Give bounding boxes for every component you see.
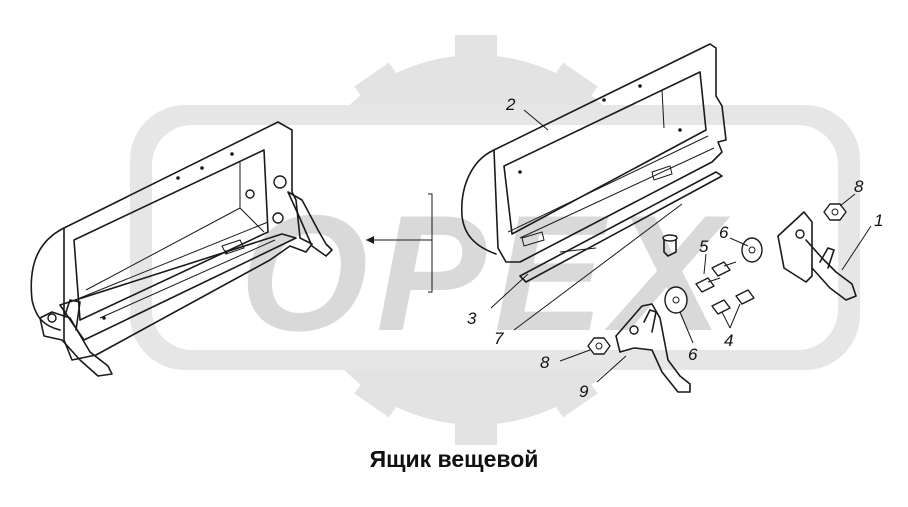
washer-part-6-lower [664, 286, 688, 314]
callout-9: 9 [579, 382, 589, 401]
nut-part-8-left [587, 337, 611, 355]
callout-labels: 1 2 3 4 5 6 6 7 8 8 9 [467, 95, 883, 401]
callout-6-lower: 6 [688, 345, 698, 364]
callout-5: 5 [699, 237, 709, 256]
hinge-bracket-part-1 [777, 211, 857, 301]
strip-part-7 [519, 171, 723, 283]
bolts-part-5 [695, 261, 737, 293]
callout-1: 1 [874, 211, 883, 230]
callout-2: 2 [505, 95, 516, 114]
callout-6-upper: 6 [719, 223, 729, 242]
assembled-glovebox [30, 121, 333, 377]
pin-part-3 [662, 234, 678, 257]
callout-4: 4 [724, 331, 733, 350]
watermark-text: OPEX [240, 181, 731, 365]
callout-7: 7 [494, 329, 504, 348]
back-panel-part-2 [461, 43, 727, 263]
washer-part-6-upper [741, 237, 763, 263]
leader-lines [490, 109, 872, 383]
diagram-caption: Ящик вещевой [369, 446, 539, 472]
callout-3: 3 [467, 309, 477, 328]
callout-8-right: 8 [854, 177, 864, 196]
hinge-bracket-part-9 [615, 303, 691, 393]
callout-8-left: 8 [540, 353, 550, 372]
motion-arrow [366, 193, 433, 293]
nut-part-8-right [823, 203, 847, 221]
bolts-part-4 [711, 289, 755, 315]
